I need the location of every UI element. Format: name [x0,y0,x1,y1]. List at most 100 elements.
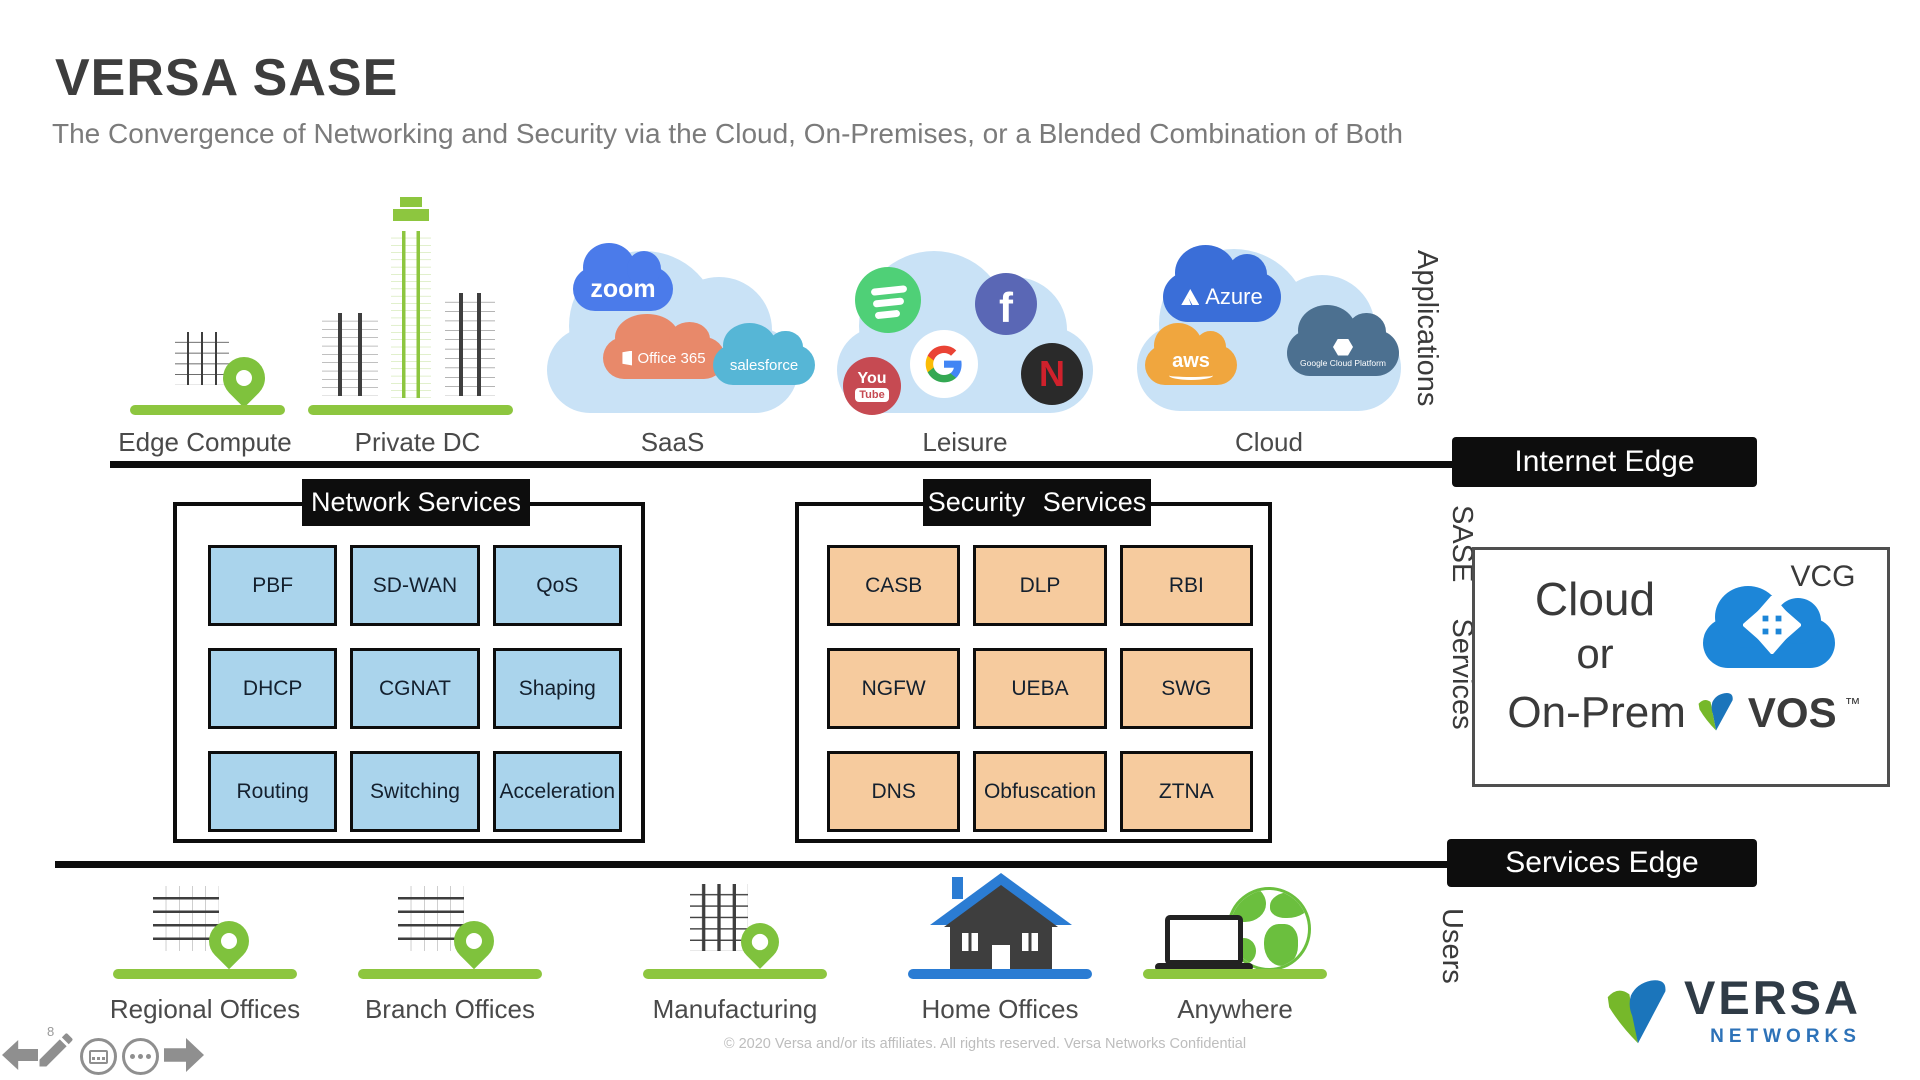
deployment-line-or: or [1576,630,1614,677]
service-box-shaping: Shaping [492,648,622,729]
office365-text: Office 365 [637,349,706,367]
house-chimney [952,877,963,899]
platform-bar [308,405,513,415]
azure-logo: Azure [1163,244,1281,322]
youtube-text-top: You [857,369,887,387]
platform-bar [130,405,285,415]
aws-smile [1169,371,1213,380]
app-label: Edge Compute [118,427,292,457]
services-edge-label: Services Edge [1447,839,1757,887]
globe-continent [1264,924,1298,966]
house-door [992,945,1010,969]
services-edge-line [55,861,1447,868]
salesforce-logo: salesforce [713,323,815,385]
page-subtitle: The Convergence of Networking and Securi… [52,118,1403,149]
service-box-casb: CASB [827,545,961,626]
house-window [1022,933,1038,951]
users-axis-label: Users [1436,908,1468,984]
user-branch-offices: Branch Offices [350,873,550,1025]
next-slide-button[interactable] [164,1038,204,1072]
app-label: Cloud [1235,427,1303,457]
user-label: Home Offices [921,994,1079,1024]
youtube-text-bottom: Tube [855,387,889,402]
applications-axis-label: Applications [1411,250,1443,407]
copyright-footer: © 2020 Versa and/or its affiliates. All … [723,1036,1247,1052]
brand-versa-text: VERSA [1684,971,1861,1024]
deployment-line-cloud: Cloud [1534,573,1656,625]
platform-bar [1143,969,1327,979]
service-box-rbi: RBI [1119,545,1253,626]
app-edge-compute: Edge Compute [105,245,305,458]
deployment-line-onprem: On-Prem [1507,688,1686,737]
more-options-button[interactable] [122,1038,159,1075]
service-box-ueba: UEBA [973,648,1107,729]
gcp-logo: Google Cloud Platform [1287,304,1399,376]
vcg-router-arrows-icon [1743,596,1801,654]
network-services-header: Network Services [302,479,530,526]
vcg-cloud-icon [1703,586,1835,668]
app-cloud: Azure aws Google Cloud Platform Cloud [1135,230,1403,458]
service-box-switching: Switching [350,751,480,832]
laptop-icon [1165,915,1243,965]
youtube-icon: You Tube [843,357,901,415]
dc-antenna-icon [393,209,429,221]
platform-bar [358,969,542,979]
user-home-offices: Home Offices [900,873,1100,1025]
spotify-icon [855,267,921,333]
google-g-logo [925,345,962,383]
aws-logo: aws [1145,323,1237,385]
google-icon [910,330,978,398]
service-box-ngfw: NGFW [827,648,961,729]
previous-slide-button[interactable] [2,1040,38,1070]
annotate-pencil-button[interactable] [34,1028,78,1072]
service-box-sdwan: SD-WAN [350,545,480,626]
laptop-base [1155,963,1253,971]
house-window [962,933,978,951]
service-box-ztna: ZTNA [1119,751,1253,832]
azure-text: Azure [1205,284,1263,309]
service-box-acceleration: Acceleration [492,751,622,832]
user-label: Regional Offices [109,994,301,1024]
service-box-pbf: PBF [208,545,338,626]
app-label: Private DC [354,427,481,457]
security-services-grid: CASB DLP RBI NGFW UEBA SWG DNS Obfuscati… [827,545,1253,832]
service-box-cgnat: CGNAT [350,648,480,729]
dc-right-building-icon [436,283,504,408]
vcg-label: VCG [1790,560,1856,593]
facebook-icon: f [975,273,1037,335]
vos-label: VOS [1747,689,1837,736]
versa-v-icon [1607,980,1666,1044]
security-services-header: Security Services [923,479,1151,526]
salesforce-text: salesforce [729,356,799,374]
dc-left-building-icon [312,293,388,408]
aws-text: aws [1172,349,1210,372]
brand-networks-text: NETWORKS [1710,1025,1861,1047]
service-box-obfuscation: Obfuscation [973,751,1107,832]
slide-page-number: 8 [47,1024,55,1039]
spotify-wave [870,285,908,296]
service-box-dlp: DLP [973,545,1107,626]
gcp-hexagon-icon [1333,338,1353,356]
building-door [195,385,209,407]
user-regional-offices: Regional Offices [105,873,305,1025]
zoom-logo-text: zoom [590,274,656,303]
app-saas: zoom Office 365 salesforce SaaS [545,235,815,458]
network-services-grid: PBF SD-WAN QoS DHCP CGNAT Shaping Routin… [208,545,622,832]
azure-icon [1181,289,1200,305]
user-label: Branch Offices [364,994,536,1024]
service-box-qos: QoS [492,545,622,626]
app-label: SaaS [640,427,705,457]
deployment-box: Cloud or VCG On-Prem VOS ™ [1472,547,1890,787]
service-box-dhcp: DHCP [208,648,338,729]
vos-tm: ™ [1844,696,1861,713]
app-leisure: f You Tube N Leisure [835,235,1095,458]
facebook-letter: f [999,284,1013,331]
zoom-logo: zoom [573,242,673,311]
app-private-dc: Private DC [300,195,535,458]
versa-v-icon [1698,693,1733,731]
presenter-view-button[interactable] [80,1038,117,1075]
platform-bar [643,969,827,979]
office365-logo: Office 365 [603,313,725,379]
office-building-icon [680,875,758,971]
user-label: Anywhere [1177,994,1293,1024]
